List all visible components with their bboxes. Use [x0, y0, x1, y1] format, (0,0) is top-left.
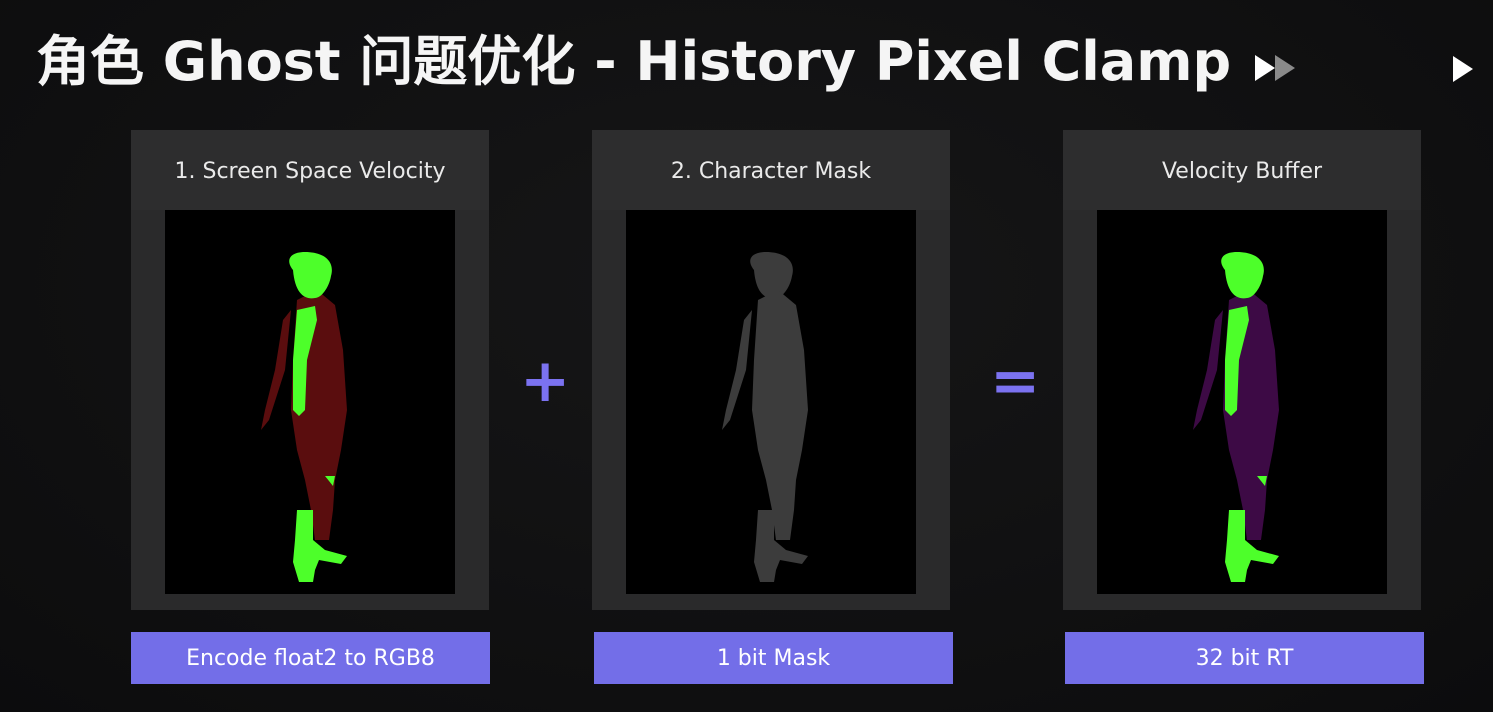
mask-render-image: [626, 210, 916, 594]
figure-body: [722, 252, 808, 582]
fast-forward-triangle-2: [1275, 55, 1295, 81]
caption-mask: 1 bit Mask: [594, 632, 953, 684]
panel-heading: 1. Screen Space Velocity: [131, 130, 489, 210]
panel-heading: Velocity Buffer: [1063, 130, 1421, 210]
fast-forward-triangle-1: [1255, 55, 1275, 81]
character-figure: [722, 252, 808, 582]
caption-encode: Encode float2 to RGB8: [131, 632, 490, 684]
character-figure: [1193, 252, 1279, 582]
fast-forward-icon[interactable]: [1255, 55, 1295, 81]
figure-limbs: [1221, 252, 1279, 582]
caption-32bit: 32 bit RT: [1065, 632, 1424, 684]
character-figure: [261, 252, 347, 582]
play-next-triangle: [1453, 56, 1473, 82]
panel-velocity-buffer: Velocity Buffer: [1063, 130, 1421, 610]
figure-limbs: [289, 252, 347, 582]
panel-heading: 2. Character Mask: [592, 130, 950, 210]
slide-title: 角色 Ghost 问题优化 - History Pixel Clamp: [36, 30, 1232, 93]
play-next-icon[interactable]: [1453, 56, 1473, 82]
panel-character-mask: 2. Character Mask: [592, 130, 950, 610]
velocity-render-image: [165, 210, 455, 594]
equals-operator: =: [990, 346, 1041, 416]
plus-operator: +: [520, 346, 571, 416]
panel-screen-space-velocity: 1. Screen Space Velocity: [131, 130, 489, 610]
velocity-buffer-image: [1097, 210, 1387, 594]
